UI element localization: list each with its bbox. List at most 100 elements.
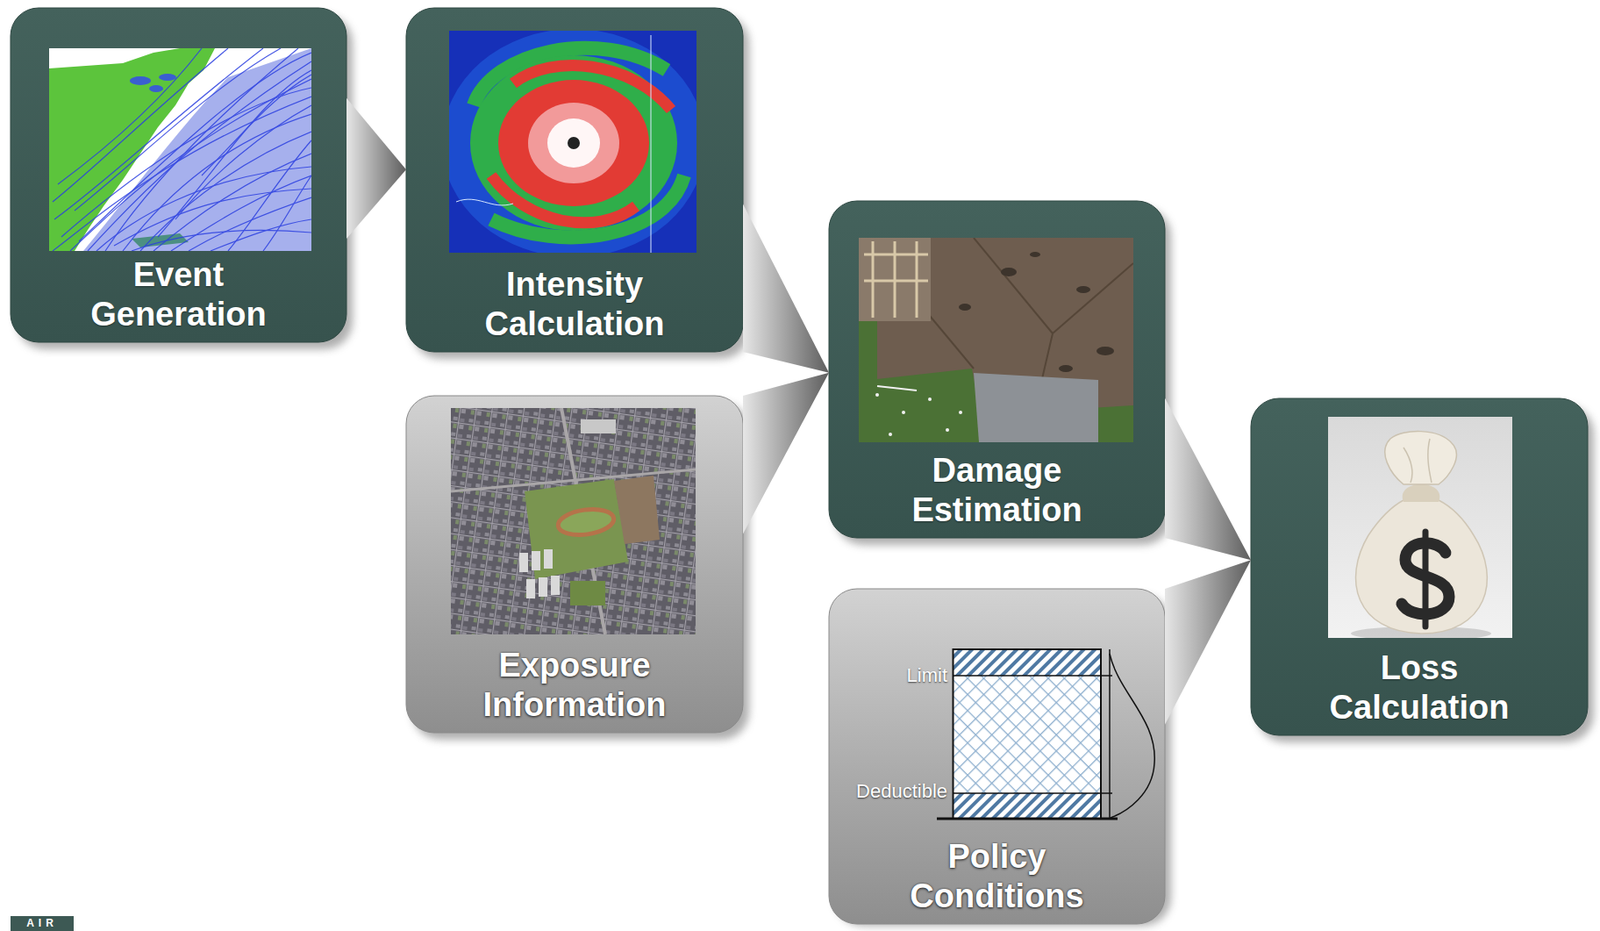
hurricane-satellite-image-part [547,118,600,168]
policy-layer-chart-part [952,792,1113,794]
damaged-roof-photo-part [877,385,917,391]
aerial-photo-part-part [543,549,553,569]
hurricane-satellite-image-part [528,102,620,184]
damaged-roof-photo-part-part [871,241,875,318]
money-bag-photo-part [1328,416,1513,638]
money-bag-photo-part [1403,438,1432,483]
policy-layer-chart-part [953,792,1102,819]
money-bag-photo-part [1385,431,1458,485]
process-box: Damage Estimation [828,200,1165,538]
flow-arrow [742,203,829,372]
hurricane-track-map-part-part [175,105,312,220]
box-fills [10,7,1588,924]
hurricane-track-map-part-part [52,48,229,202]
hurricane-track-map-part-part [140,131,312,251]
hurricane-track-map-part-part [74,48,281,211]
hurricane-track-map-part-part [87,61,312,251]
hurricane-track-map-part [129,76,151,86]
money-bag-photo [1328,416,1513,638]
process-box: Loss Calculation [1250,398,1588,736]
hurricane-track-map-part-part [105,48,299,251]
damaged-roof-photo-part-part [958,410,963,415]
process-box: Policy Conditions [828,588,1165,924]
process-box: Event Generation [10,7,347,343]
hurricane-track-map-part-part [96,166,312,251]
damaged-roof-photo-part [875,392,963,436]
damaged-roof-photo-part [858,237,1134,443]
box-fills-part [828,588,1165,924]
hurricane-track-map-part-part [131,229,312,251]
aerial-photo-part [450,407,696,635]
aerial-photo-part [614,475,660,544]
hurricane-track-map-part-part [78,52,312,242]
damaged-roof-photo-part-part [945,428,950,432]
damaged-roof-photo-part-part [1096,346,1115,356]
hurricane-track-map-part-part [228,140,312,251]
policy-layer-chart-part [1108,649,1111,819]
hurricane-satellite-image [449,30,697,253]
hurricane-satellite-image-part [567,136,580,150]
box-fills-part [406,7,743,352]
hurricane-track-map-part-part [61,87,312,237]
money-bag-photo-part [1402,484,1441,502]
aerial-photo-part-part [519,552,529,572]
step-label: Damage Estimation [887,450,1108,531]
damaged-roof-photo-part-part [901,410,906,415]
deductible-label: Deductible [856,779,948,802]
flow-arrow [742,372,829,535]
box-fills-part [828,200,1165,538]
process-box: Intensity Calculation [406,7,743,352]
damaged-roof-photo [858,237,1134,443]
damaged-roof-photo-part-part [1029,251,1041,258]
damaged-roof-photo-part-part [1076,285,1091,293]
damaged-roof-photo-part-part [929,315,974,369]
policy-layer-chart [936,649,1155,819]
step-label: Intensity Calculation [464,264,685,345]
flow-arrow [346,98,407,239]
aerial-photo-part-part [526,578,536,599]
hurricane-satellite-image-part [456,199,514,206]
damaged-roof-photo-part-part [1052,263,1134,334]
aerial-photo-part-part [550,575,560,595]
money-bag-photo-part [1356,500,1488,634]
hurricane-satellite-image-part [650,35,652,253]
damaged-roof-photo-part-part [973,237,1053,334]
aerial-photo-part [519,549,560,599]
aerial-photo [450,407,696,635]
hurricane-track-map-part [52,48,312,251]
flow-arrow [1164,559,1251,724]
hurricane-track-map-part-part [263,175,312,251]
aerial-photo-part [524,478,629,579]
aerial-photo-part-part [538,577,548,597]
flow-arrow [1164,398,1251,561]
damaged-roof-photo-part [864,241,929,318]
damaged-roof-photo-part [958,251,1115,372]
limit-label: Limit [907,664,948,686]
process-box: Exposure Information [406,395,743,733]
hurricane-track-map-part [158,73,177,81]
step-label: Event Generation [69,255,289,336]
hurricane-satellite-image-part [449,30,697,253]
box-shadows [16,14,1594,926]
policy-layer-chart-part [1109,653,1155,818]
hurricane-track-map-part-part [114,188,312,246]
box-fills-part [406,395,743,733]
hurricane-track-map-part-part [122,114,312,251]
damaged-roof-photo-part-part [958,303,972,311]
logo-box [10,915,74,931]
hurricane-track-map-part-part [70,78,312,251]
aerial-photo-part-part [531,550,541,571]
damaged-roof-photo-part-part [1000,267,1017,277]
damaged-roof-photo-part [858,237,931,322]
aerial-photo-part [556,506,615,539]
damaged-roof-photo-part-part [1058,364,1073,372]
step-label: Policy Conditions [887,836,1108,917]
damaged-roof-photo-part-part [893,241,897,318]
policy-layer-chart-part [936,817,1118,821]
hurricane-track-map-part-part [210,219,312,251]
hurricane-track-map-part-part [54,48,264,220]
damaged-roof-photo-part-part [928,397,932,401]
aerial-photo-part [570,580,606,606]
